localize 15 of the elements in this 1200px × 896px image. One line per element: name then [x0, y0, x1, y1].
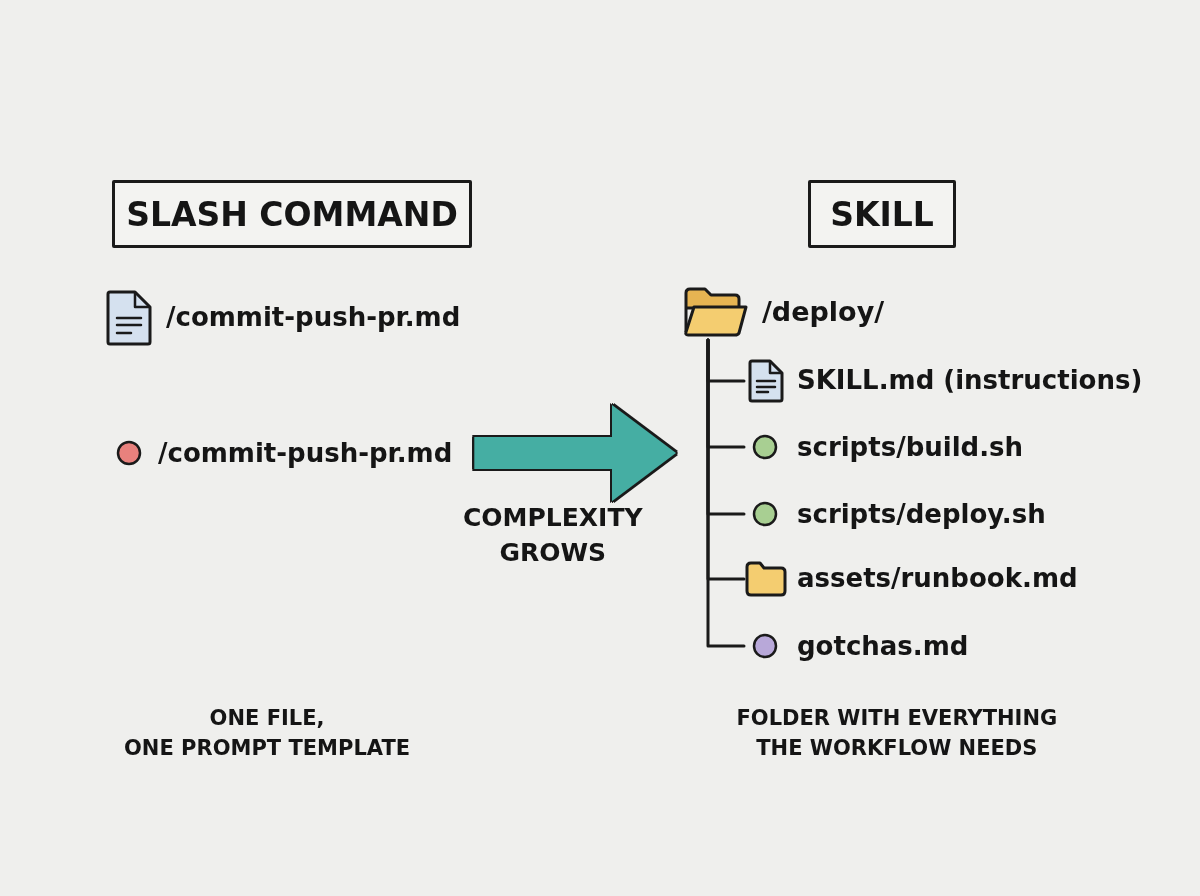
folder-name: /deploy/: [762, 295, 885, 329]
file-name: /commit-push-pr.md: [166, 302, 461, 334]
edge-label: COMPLEXITY GROWS: [463, 502, 643, 569]
section-heading: SKILL: [808, 180, 956, 248]
section-note: ONE FILE, ONE PROMPT TEMPLATE: [124, 705, 411, 763]
section-note: FOLDER WITH EVERYTHING THE WORKFLOW NEEDS: [736, 705, 1058, 763]
file-name: gotchas.md: [797, 630, 969, 662]
block-arrow: [474, 405, 676, 502]
file-name: scripts/build.sh: [797, 431, 1024, 463]
section-heading: SLASH COMMAND: [112, 180, 472, 248]
file-name: assets/runbook.md: [797, 563, 1078, 595]
file-name: SKILL.md (instructions): [797, 365, 1143, 397]
file-name: scripts/deploy.sh: [797, 498, 1046, 530]
file-name: /commit-push-pr.md: [158, 437, 453, 469]
tree-line: [706, 338, 746, 648]
